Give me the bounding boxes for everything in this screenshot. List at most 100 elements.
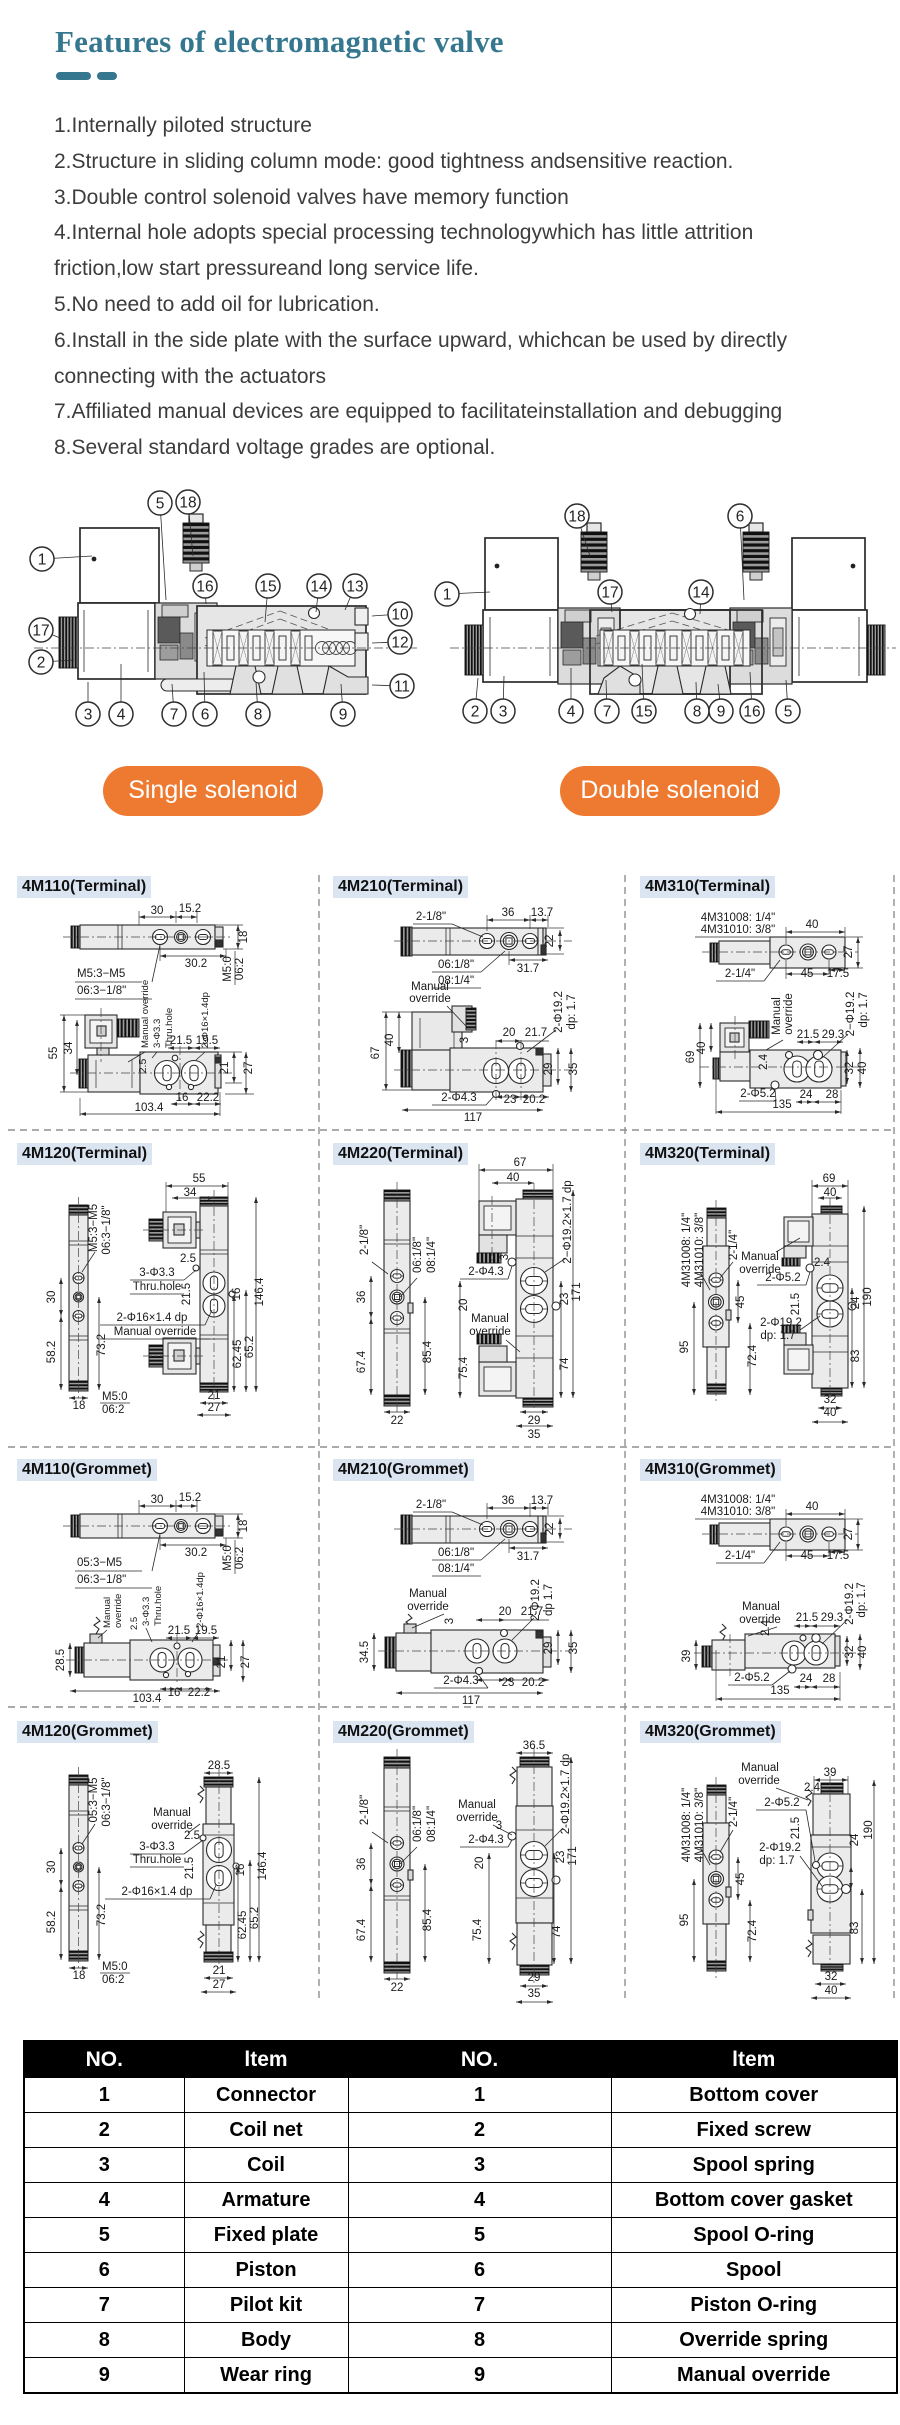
svg-text:3-Φ3.3: 3-Φ3.3 (141, 1597, 152, 1626)
svg-text:21: 21 (213, 1965, 226, 1977)
svg-text:9: 9 (339, 707, 348, 724)
svg-text:Manual: Manual (153, 1807, 191, 1819)
svg-text:29: 29 (543, 1642, 555, 1655)
svg-text:21.5: 21.5 (797, 1029, 819, 1041)
svg-text:73.2: 73.2 (96, 1334, 108, 1356)
svg-text:dp: 1.7: dp: 1.7 (856, 1582, 868, 1617)
svg-text:34.5: 34.5 (359, 1641, 371, 1663)
svg-text:103.4: 103.4 (135, 1102, 164, 1114)
svg-text:6: 6 (736, 509, 745, 526)
svg-text:21.5: 21.5 (168, 1625, 190, 1637)
svg-text:2-Φ5.2: 2-Φ5.2 (764, 1797, 799, 1809)
svg-text:83: 83 (850, 1350, 862, 1363)
svg-text:20: 20 (474, 1857, 486, 1870)
svg-text:32: 32 (825, 1971, 838, 1983)
svg-text:06:2: 06:2 (102, 1974, 124, 1986)
svg-text:2-Φ19.2: 2-Φ19.2 (759, 1842, 801, 1854)
svg-text:69: 69 (823, 1173, 836, 1185)
svg-text:2.5: 2.5 (184, 1830, 200, 1842)
svg-text:75.4: 75.4 (472, 1918, 484, 1941)
svg-text:3: 3 (499, 1254, 511, 1260)
svg-text:21.7: 21.7 (521, 1606, 543, 1618)
svg-text:M5:0: M5:0 (102, 1391, 128, 1403)
svg-text:72.4: 72.4 (747, 1344, 759, 1367)
svg-text:35: 35 (528, 1988, 541, 2000)
svg-text:9: 9 (717, 704, 726, 721)
svg-text:Manual override: Manual override (140, 980, 151, 1048)
svg-text:40: 40 (825, 1985, 838, 1997)
svg-text:3-Φ3.3: 3-Φ3.3 (139, 1841, 174, 1853)
svg-text:2-Φ4.3: 2-Φ4.3 (441, 1092, 476, 1104)
svg-text:17.5: 17.5 (827, 968, 849, 980)
svg-text:32: 32 (824, 1394, 837, 1406)
svg-text:Manual: Manual (741, 1251, 779, 1263)
svg-text:62.45: 62.45 (232, 1340, 244, 1369)
svg-text:7: 7 (603, 704, 612, 721)
svg-text:Manual: Manual (471, 1313, 509, 1325)
svg-text:23: 23 (502, 1677, 515, 1689)
svg-text:M5:0: M5:0 (222, 956, 234, 982)
svg-text:74: 74 (559, 1357, 571, 1370)
svg-text:67: 67 (514, 1157, 527, 1169)
svg-text:24: 24 (849, 1833, 861, 1846)
svg-text:24: 24 (800, 1673, 813, 1685)
svg-text:58.2: 58.2 (46, 1911, 58, 1933)
svg-text:65.2: 65.2 (249, 1907, 261, 1929)
svg-text:85.4: 85.4 (422, 1908, 434, 1931)
svg-text:3-Φ3.3: 3-Φ3.3 (139, 1267, 174, 1279)
svg-text:17: 17 (32, 623, 49, 640)
svg-text:16: 16 (743, 704, 760, 721)
svg-text:Manual override: Manual override (114, 1326, 196, 1338)
svg-text:05:3−M5: 05:3−M5 (77, 1557, 122, 1569)
svg-text:20: 20 (503, 1027, 516, 1039)
svg-text:24: 24 (850, 1296, 862, 1309)
svg-text:45: 45 (801, 968, 814, 980)
svg-text:58.2: 58.2 (46, 1341, 58, 1363)
svg-text:13: 13 (346, 579, 363, 596)
svg-text:171: 171 (567, 1846, 579, 1865)
svg-text:35: 35 (528, 1429, 541, 1441)
svg-text:69: 69 (685, 1051, 697, 1064)
svg-text:dp: 1.7: dp: 1.7 (759, 1855, 794, 1867)
svg-text:62.45: 62.45 (237, 1911, 249, 1940)
svg-text:M5:3−M5: M5:3−M5 (77, 968, 125, 980)
svg-text:23: 23 (504, 1094, 517, 1106)
svg-text:dp: 1.7: dp: 1.7 (760, 1330, 795, 1342)
svg-text:06:3−1/8": 06:3−1/8" (101, 1205, 113, 1254)
svg-text:2: 2 (471, 704, 480, 721)
svg-text:65.2: 65.2 (244, 1336, 256, 1358)
svg-text:75.4: 75.4 (458, 1356, 470, 1379)
svg-text:override: override (456, 1812, 498, 1824)
svg-text:Manual: Manual (102, 1597, 113, 1628)
svg-text:8: 8 (693, 704, 702, 721)
svg-text:55: 55 (193, 1173, 206, 1185)
svg-text:06:3−1/8": 06:3−1/8" (77, 1574, 126, 1586)
svg-text:32: 32 (844, 1646, 856, 1659)
svg-text:30: 30 (151, 905, 164, 917)
svg-text:14: 14 (310, 579, 328, 596)
svg-text:40: 40 (696, 1042, 708, 1055)
svg-text:18: 18 (568, 509, 585, 526)
svg-text:2.4: 2.4 (760, 1619, 772, 1636)
svg-text:16: 16 (176, 1092, 189, 1104)
svg-text:06:1/8": 06:1/8" (412, 1237, 424, 1273)
svg-text:17: 17 (601, 585, 618, 602)
svg-text:30.2: 30.2 (185, 958, 207, 970)
svg-text:2.4: 2.4 (758, 1053, 770, 1070)
svg-text:29: 29 (543, 1063, 555, 1076)
svg-text:20: 20 (499, 1606, 512, 1618)
svg-text:override: override (469, 1326, 511, 1338)
svg-text:06:2: 06:2 (102, 1404, 124, 1416)
svg-text:override: override (407, 1601, 449, 1613)
svg-text:18: 18 (73, 1970, 86, 1982)
svg-text:83: 83 (849, 1922, 861, 1935)
svg-text:45: 45 (801, 1550, 814, 1562)
svg-text:4M31008: 1/4": 4M31008: 1/4" (681, 1788, 693, 1862)
svg-text:Manual: Manual (771, 997, 783, 1035)
svg-text:override: override (739, 1264, 781, 1276)
svg-text:M5:0: M5:0 (222, 1545, 234, 1571)
svg-text:95: 95 (679, 1914, 691, 1927)
svg-text:2-Φ4.3: 2-Φ4.3 (468, 1266, 503, 1278)
svg-text:08:1/4": 08:1/4" (426, 1237, 438, 1273)
svg-text:17.5: 17.5 (827, 1550, 849, 1562)
